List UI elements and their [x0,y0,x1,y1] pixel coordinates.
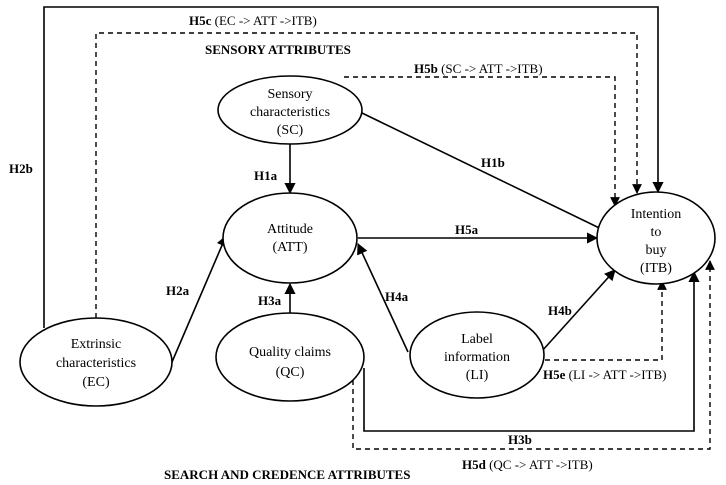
label-h5e-path: (LI -> ATT ->ITB) [565,367,666,382]
label-h5b-path: (SC -> ATT ->ITB) [438,61,543,76]
label-h5d-path: (QC -> ATT ->ITB) [486,457,593,472]
node-itb: Intention to buy (ITB) [596,191,716,285]
label-h5b: H5b (SC -> ATT ->ITB) [414,61,543,76]
section-sensory-attributes: SENSORY ATTRIBUTES [205,42,351,57]
label-h5a: H5a [455,222,479,237]
node-li-line-3: (LI) [466,368,489,383]
path-h5d [352,260,715,450]
node-li: Label information (LI) [409,311,545,399]
label-h5d-code: H5d [462,457,487,472]
path-h4a [357,242,409,353]
path-h1b [361,112,622,239]
node-sc: Sensory characteristics (SC) [217,75,363,145]
path-h5e [545,280,667,361]
label-h5c: H5c (EC -> ATT ->ITB) [189,13,317,28]
label-h2a: H2a [166,283,190,298]
node-ec-line-1: Extrinsic [71,337,122,352]
node-li-line-2: information [444,350,510,365]
path-h3b [363,270,700,432]
label-h5c-code: H5c [189,13,212,28]
label-h4b: H4b [548,303,572,318]
path-h5c [95,32,642,318]
label-h5b-code: H5b [414,61,438,76]
node-itb-line-2: to [651,225,662,240]
label-h5d: H5d (QC -> ATT ->ITB) [462,457,593,472]
label-h5e: H5e (LI -> ATT ->ITB) [543,367,666,382]
path-h4b [541,269,616,352]
node-ec: Extrinsic characteristics (EC) [19,317,173,407]
node-att-line-1: Attitude [267,222,313,237]
node-sc-line-2: characteristics [250,105,330,120]
label-h5e-code: H5e [543,367,566,382]
node-att: Attitude (ATT) [222,192,358,284]
node-ec-line-3: (EC) [82,375,110,390]
path-h2a [171,234,228,363]
label-h3a: H3a [258,293,282,308]
node-att-line-2: (ATT) [273,240,308,255]
section-search-credence-attributes: SEARCH AND CREDENCE ATTRIBUTES [164,467,410,482]
node-qc-line-1: Quality claims [249,345,331,360]
node-qc-line-2: (QC) [276,365,305,380]
path-h5b [344,76,620,207]
node-sc-line-3: (SC) [277,123,304,138]
label-h1a: H1a [254,168,278,183]
node-li-line-1: Label [461,332,493,347]
node-ec-line-2: characteristics [56,356,136,371]
label-h2b: H2b [9,161,33,176]
node-sc-line-1: Sensory [267,87,312,102]
node-itb-line-1: Intention [631,207,682,222]
label-h4a: H4a [385,289,409,304]
label-h5c-path: (EC -> ATT ->ITB) [211,13,316,28]
path-h2b [43,6,664,328]
node-itb-line-3: buy [646,243,667,258]
label-h3b: H3b [508,432,532,447]
node-qc: Quality claims (QC) [215,312,365,402]
label-h1b: H1b [481,155,505,170]
node-itb-line-4: (ITB) [640,261,672,276]
